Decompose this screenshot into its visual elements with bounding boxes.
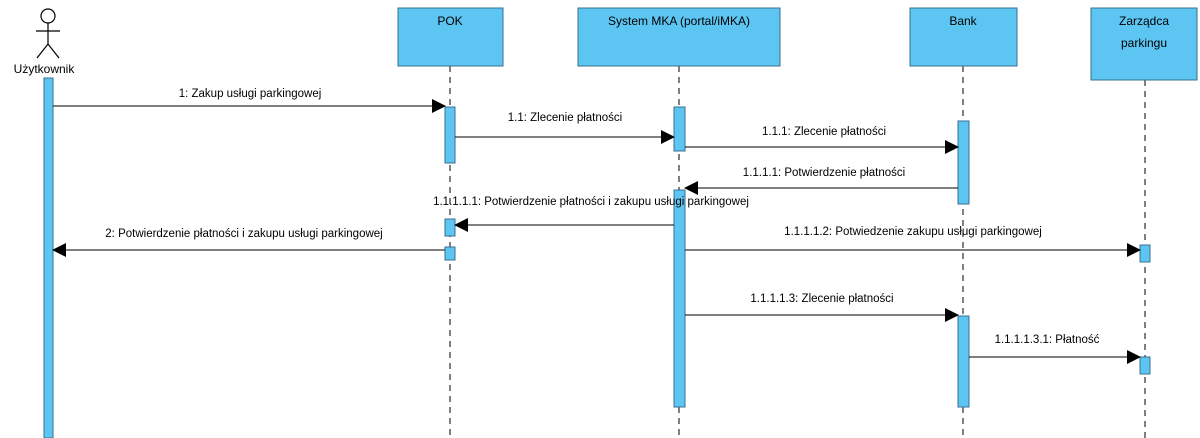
activation-pok-3 bbox=[444, 246, 456, 261]
activation-zarzadca-1 bbox=[1139, 244, 1151, 263]
activation-mka-2 bbox=[673, 189, 686, 408]
message-1-1-1-1-2: 1.1.1.1.2: Potwiedzenie zakupu usługi pa… bbox=[685, 226, 1141, 257]
message-label: 1.1.1.1.1: Potwierdzenie płatności i zak… bbox=[433, 196, 749, 208]
participant-bank-label: Bank bbox=[949, 14, 977, 28]
message-label: 1.1.1.1.3.1: Płatność bbox=[995, 334, 1100, 346]
actor-name: Użytkownik bbox=[14, 62, 76, 76]
message-1-1-1: 1.1.1: Zlecenie płatności bbox=[685, 126, 959, 154]
message-label: 1.1.1: Zlecenie płatności bbox=[762, 126, 886, 138]
participant-zarzadca: Zarządca parkingu bbox=[1090, 7, 1198, 81]
message-label: 1.1.1.1: Potwierdzenie płatności bbox=[743, 167, 905, 179]
participant-mka-label: System MKA (portal/iMKA) bbox=[608, 14, 750, 28]
message-1-1-1-1-3-1: 1.1.1.1.3.1: Płatność bbox=[969, 334, 1141, 364]
message-1-1: 1.1: Zlecenie płatności bbox=[455, 112, 675, 144]
activation-bank-2 bbox=[957, 315, 970, 408]
participant-zarzadca-label-line2: parkingu bbox=[1121, 36, 1167, 50]
message-1-1-1-1-1: 1.1.1.1.1: Potwierdzenie płatności i zak… bbox=[433, 196, 749, 232]
message-1-1-1-1-3: 1.1.1.1.3: Zlecenie płatności bbox=[685, 293, 959, 322]
message-1: 1: Zakup usługi parkingowej bbox=[53, 88, 446, 113]
message-label: 1.1.1.1.3: Zlecenie płatności bbox=[750, 293, 893, 305]
message-label: 1.1.1.1.2: Potwiedzenie zakupu usługi pa… bbox=[784, 226, 1042, 238]
activation-bank-1 bbox=[957, 120, 970, 205]
activation-pok-2 bbox=[444, 218, 456, 237]
actor-activation bbox=[43, 77, 54, 438]
participant-pok-label: POK bbox=[437, 14, 462, 28]
message-label: 1.1: Zlecenie płatności bbox=[508, 112, 622, 124]
activation-zarzadca-2 bbox=[1139, 356, 1151, 375]
participant-pok: POK bbox=[397, 7, 504, 67]
message-1-1-1-1: 1.1.1.1: Potwierdzenie płatności bbox=[684, 167, 958, 195]
participant-zarzadca-label-line1: Zarządca bbox=[1119, 14, 1169, 28]
activation-pok-1 bbox=[444, 106, 456, 164]
actor-user: Użytkownik bbox=[14, 8, 76, 438]
message-label: 1: Zakup usługi parkingowej bbox=[179, 88, 322, 100]
message-label: 2: Potwierdzenie płatności i zakupu usłu… bbox=[105, 228, 382, 240]
message-2: 2: Potwierdzenie płatności i zakupu usłu… bbox=[52, 228, 445, 257]
stick-figure-actor-icon bbox=[36, 8, 60, 59]
activation-mka-1 bbox=[673, 106, 686, 152]
participant-bank: Bank bbox=[909, 7, 1018, 67]
participant-mka: System MKA (portal/iMKA) bbox=[577, 7, 781, 67]
